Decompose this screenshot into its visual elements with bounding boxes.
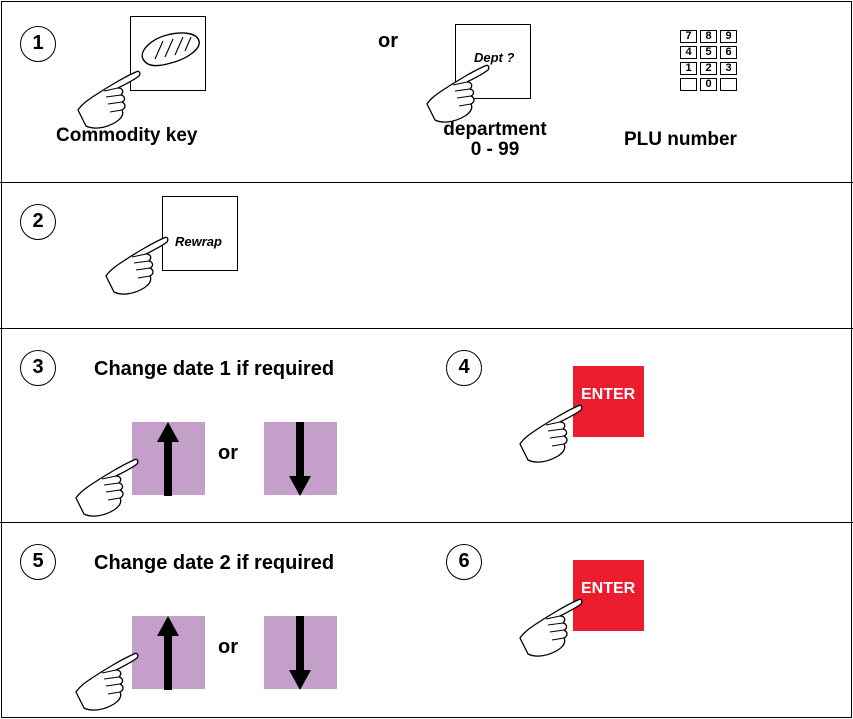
keypad-key[interactable]: 0 — [700, 78, 717, 91]
department-label-range: 0 - 99 — [470, 139, 520, 160]
department-label: department 0 - 99 — [425, 120, 565, 160]
down-arrow-key[interactable] — [264, 616, 337, 690]
bread-icon — [141, 32, 200, 67]
keypad-key[interactable]: 8 — [700, 30, 717, 43]
commodity-key[interactable] — [130, 16, 206, 91]
commodity-label: Commodity key — [56, 125, 198, 146]
pointing-hand-icon — [426, 64, 490, 123]
keypad-key[interactable]: 4 — [680, 46, 697, 59]
department-key-text: Dept ? — [474, 50, 515, 65]
or-label: or — [378, 30, 398, 52]
step-number: 4 — [446, 350, 482, 386]
keypad-key[interactable]: 5 — [700, 46, 717, 59]
down-arrow-icon — [289, 616, 311, 690]
up-arrow-icon — [157, 616, 179, 690]
enter-key-text: ENTER — [581, 580, 636, 597]
keypad-key[interactable]: 9 — [720, 30, 737, 43]
keypad-key[interactable]: 1 — [680, 62, 697, 75]
keypad-key[interactable]: 6 — [720, 46, 737, 59]
pointing-hand-icon — [75, 652, 139, 711]
up-arrow-icon — [157, 422, 179, 496]
keypad-key[interactable] — [720, 78, 737, 91]
step-number: 6 — [446, 544, 482, 580]
enter-key[interactable]: ENTER — [573, 366, 644, 437]
rewrap-key-text: Rewrap — [175, 234, 222, 249]
department-label-line1: department — [443, 119, 547, 140]
change-date-label: Change date 2 if required — [94, 552, 335, 574]
or-label: or — [218, 442, 238, 464]
department-key[interactable]: Dept ? — [455, 24, 531, 99]
section-divider — [0, 522, 853, 523]
pointing-hand-icon — [519, 404, 583, 463]
step-number: 2 — [20, 204, 56, 240]
up-arrow-key[interactable] — [132, 616, 205, 690]
down-arrow-key[interactable] — [264, 422, 337, 496]
step-number: 3 — [20, 350, 56, 386]
up-arrow-key[interactable] — [132, 422, 205, 496]
pointing-hand-icon — [105, 236, 169, 295]
enter-key-text: ENTER — [581, 386, 636, 403]
keypad-key[interactable] — [680, 78, 697, 91]
enter-key[interactable]: ENTER — [573, 560, 644, 631]
keypad-key[interactable]: 2 — [700, 62, 717, 75]
plu-keypad[interactable]: 7 8 9 4 5 6 1 2 3 0 — [680, 30, 744, 94]
keypad-key[interactable]: 3 — [720, 62, 737, 75]
section-divider — [0, 328, 853, 329]
change-date-label: Change date 1 if required — [94, 358, 335, 380]
step-number: 5 — [20, 544, 56, 580]
step-number: 1 — [20, 26, 56, 62]
section-divider — [0, 182, 853, 183]
rewrap-key[interactable]: Rewrap — [162, 196, 238, 271]
plu-label: PLU number — [624, 129, 737, 150]
pointing-hand-icon — [75, 458, 139, 517]
keypad-key[interactable]: 7 — [680, 30, 697, 43]
pointing-hand-icon — [519, 598, 583, 657]
down-arrow-icon — [289, 422, 311, 496]
or-label: or — [218, 636, 238, 658]
pointing-hand-icon — [77, 70, 141, 129]
